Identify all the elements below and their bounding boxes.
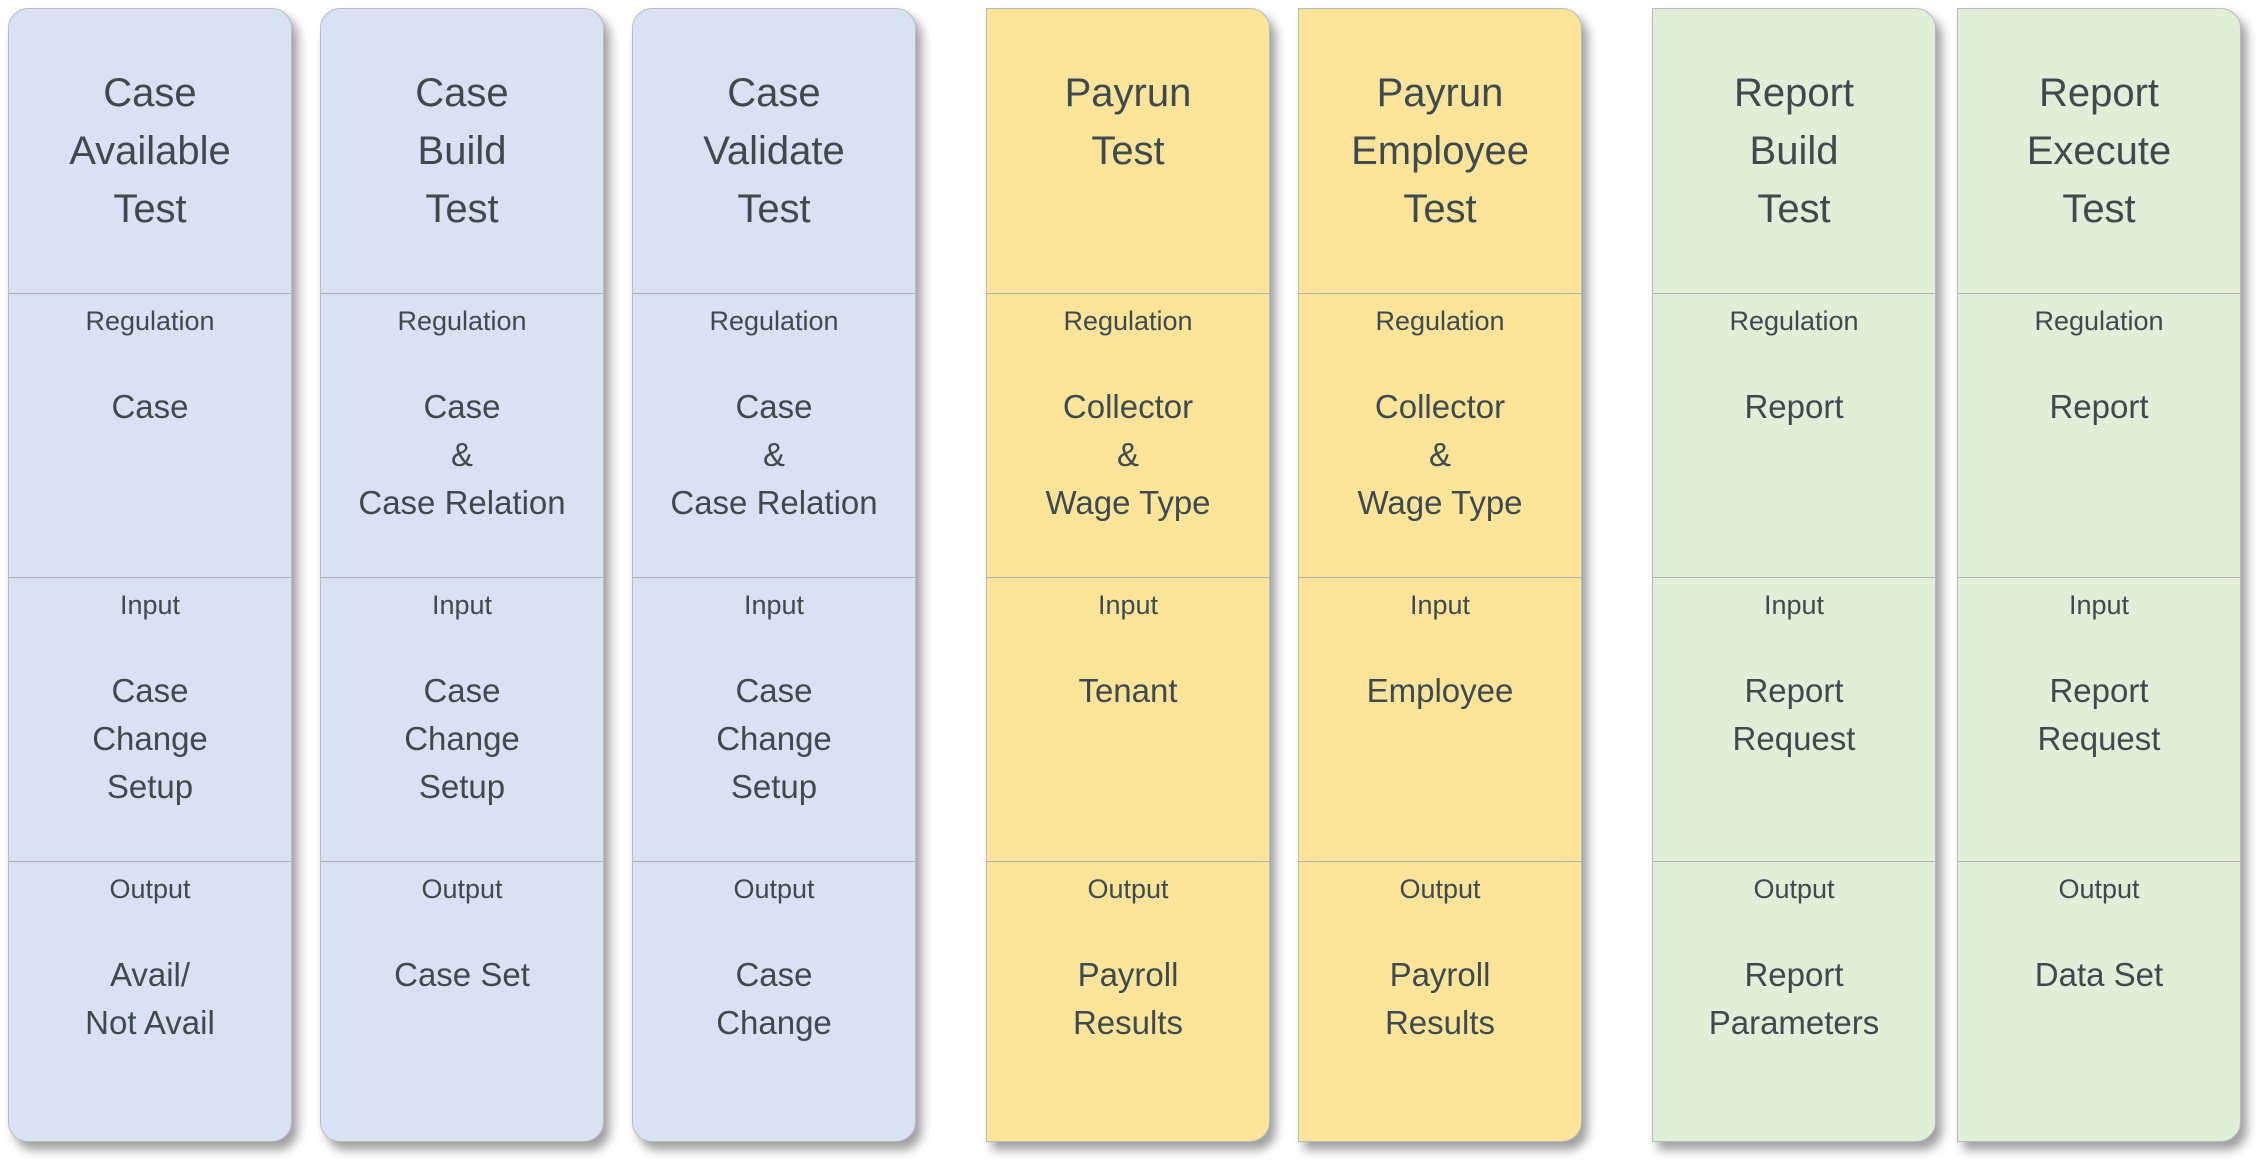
regulation-value: Case & Case Relation [358,388,566,521]
output-value: Data Set [2034,956,2164,993]
column-header: Report Execute Test [1958,9,2240,293]
output-label: Output [733,874,815,904]
output-value: Report Parameters [1708,956,1880,1041]
regulation-section: Regulation Case [9,293,291,577]
input-label: Input [1763,590,1825,620]
input-value: Report Request [1732,672,1856,757]
regulation-section: Regulation Case & Case Relation [633,293,915,577]
column-payrun-test: Payrun Test Regulation Collector & Wage … [986,8,1270,1142]
output-section: Output Data Set [1958,861,2240,1141]
column-title: Payrun Test [1064,71,1192,173]
column-case-available-test: Case Available Test Regulation Case Inpu… [8,8,292,1142]
regulation-section: Regulation Case & Case Relation [321,293,603,577]
output-label: Output [421,874,503,904]
column-title: Report Execute Test [2026,71,2172,231]
regulation-label: Regulation [709,306,839,336]
output-label: Output [1399,874,1481,904]
input-section: Input Employee [1299,577,1581,861]
input-label: Input [1409,590,1471,620]
output-section: Output Avail/ Not Avail [9,861,291,1141]
output-label: Output [1087,874,1169,904]
input-value: Case Change Setup [716,672,832,805]
output-value: Case Change [716,956,832,1041]
input-label: Input [2068,590,2130,620]
column-title: Case Validate Test [703,71,845,231]
column-payrun-employee-test: Payrun Employee Test Regulation Collecto… [1298,8,1582,1142]
regulation-value: Report [1744,388,1844,425]
input-label: Input [119,590,181,620]
regulation-label: Regulation [1375,306,1505,336]
input-section: Input Report Request [1653,577,1935,861]
input-label: Input [743,590,805,620]
column-report-execute-test: Report Execute Test Regulation Report In… [1957,8,2241,1142]
column-title: Payrun Employee Test [1351,71,1529,231]
column-title: Case Available Test [69,71,231,231]
output-section: Output Report Parameters [1653,861,1935,1141]
column-header: Report Build Test [1653,9,1935,293]
input-label: Input [431,590,493,620]
input-section: Input Case Change Setup [633,577,915,861]
column-header: Case Validate Test [633,9,915,293]
column-title: Report Build Test [1733,71,1855,231]
input-value: Case Change Setup [92,672,208,805]
column-header: Case Available Test [9,9,291,293]
regulation-section: Regulation Collector & Wage Type [1299,293,1581,577]
regulation-label: Regulation [397,306,527,336]
regulation-value: Case & Case Relation [670,388,878,521]
regulation-value: Collector & Wage Type [1357,388,1523,521]
output-value: Payroll Results [1072,956,1184,1041]
column-title: Case Build Test [415,71,509,231]
regulation-value: Report [2049,388,2149,425]
column-case-build-test: Case Build Test Regulation Case & Case R… [320,8,604,1142]
output-value: Payroll Results [1384,956,1496,1041]
column-header: Payrun Employee Test [1299,9,1581,293]
regulation-section: Regulation Report [1653,293,1935,577]
output-value: Avail/ Not Avail [85,956,215,1041]
column-header: Payrun Test [987,9,1269,293]
regulation-section: Regulation Report [1958,293,2240,577]
input-section: Input Case Change Setup [321,577,603,861]
output-section: Output Payroll Results [987,861,1269,1141]
input-value: Employee [1366,672,1514,709]
regulation-section: Regulation Collector & Wage Type [987,293,1269,577]
column-header: Case Build Test [321,9,603,293]
output-section: Output Case Change [633,861,915,1141]
output-section: Output Payroll Results [1299,861,1581,1141]
output-label: Output [109,874,191,904]
regulation-value: Case [111,388,189,425]
output-label: Output [2058,874,2140,904]
input-section: Input Tenant [987,577,1269,861]
output-value: Case Set [394,956,530,993]
output-label: Output [1753,874,1835,904]
regulation-label: Regulation [2034,306,2164,336]
input-value: Tenant [1078,672,1178,709]
input-value: Report Request [2037,672,2161,757]
regulation-label: Regulation [85,306,215,336]
input-value: Case Change Setup [404,672,520,805]
regulation-label: Regulation [1729,306,1859,336]
regulation-value: Collector & Wage Type [1045,388,1211,521]
column-report-build-test: Report Build Test Regulation Report Inpu… [1652,8,1936,1142]
input-section: Input Report Request [1958,577,2240,861]
output-section: Output Case Set [321,861,603,1141]
column-case-validate-test: Case Validate Test Regulation Case & Cas… [632,8,916,1142]
input-section: Input Case Change Setup [9,577,291,861]
regulation-label: Regulation [1063,306,1193,336]
input-label: Input [1097,590,1159,620]
